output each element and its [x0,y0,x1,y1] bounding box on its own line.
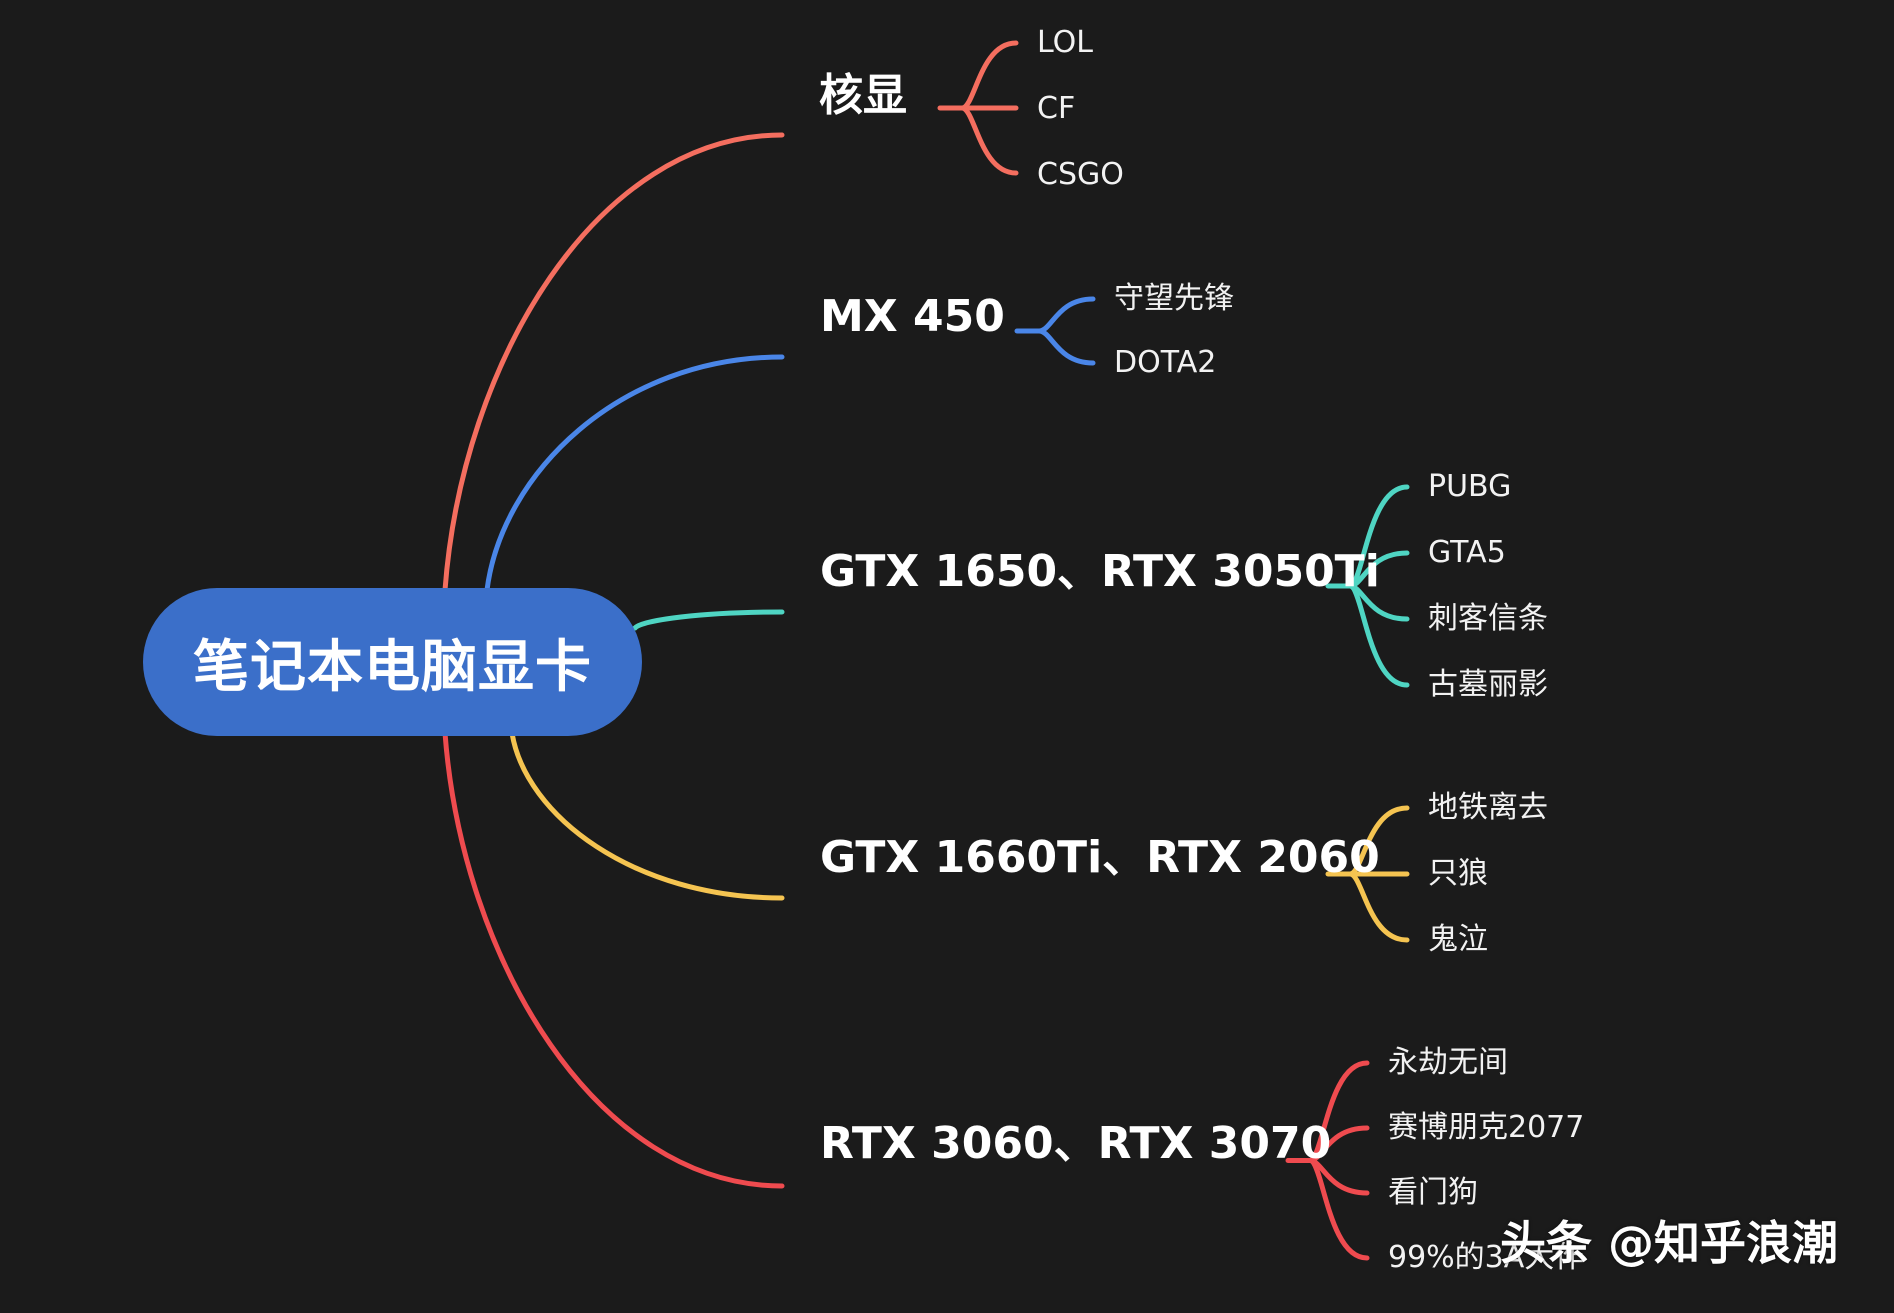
branch-label-integrated: 核显 [819,70,907,121]
leaf-item: 守望先锋 [1114,281,1234,316]
branch-label-gtx1650: GTX 1650、RTX 3050Ti [820,546,1380,597]
leaf-item: 刺客信条 [1428,601,1548,636]
branch-label-rtx3060: RTX 3060、RTX 3070 [820,1118,1332,1169]
leaf-connector [1347,871,1410,943]
leaf-item: PUBG [1428,469,1512,504]
leaf-item: 99%的3A大作 [1388,1240,1585,1275]
leaf-connector [1307,1158,1370,1261]
branch-connector [442,132,785,593]
watermark: 头条 @知乎浪潮 [1500,1216,1839,1270]
leaf-item: 地铁离去 [1428,790,1548,825]
leaf-item: CF [1037,91,1076,126]
leaf-item: LOL [1037,25,1093,60]
root-label: 笔记本电脑显卡 [193,634,592,700]
leaf-item: 古墓丽影 [1428,667,1548,702]
branch-label-mx450: MX 450 [820,291,1005,342]
leaf-connector [1347,583,1410,688]
leaf-connector [1036,328,1096,366]
leaf-item: 看门狗 [1388,1175,1478,1210]
branch-connector [484,354,785,593]
leaf-item: 只狼 [1428,856,1488,891]
branch-connector [442,730,785,1189]
leaf-connector [1036,296,1096,334]
branch-label-gtx1660: GTX 1660Ti、RTX 2060 [820,832,1380,883]
leaf-item: 赛博朋克2077 [1388,1110,1585,1145]
branch-connector [509,730,785,901]
leaf-item: 永劫无间 [1388,1045,1508,1080]
leaf-item: GTA5 [1428,535,1506,570]
leaf-connector [959,105,1019,176]
leaf-item: DOTA2 [1114,345,1217,380]
branch-connector [632,609,785,631]
leaf-item: CSGO [1037,157,1124,192]
leaf-connector [959,40,1019,111]
root-node: 笔记本电脑显卡 [143,588,642,736]
leaf-item: 鬼泣 [1428,922,1488,957]
